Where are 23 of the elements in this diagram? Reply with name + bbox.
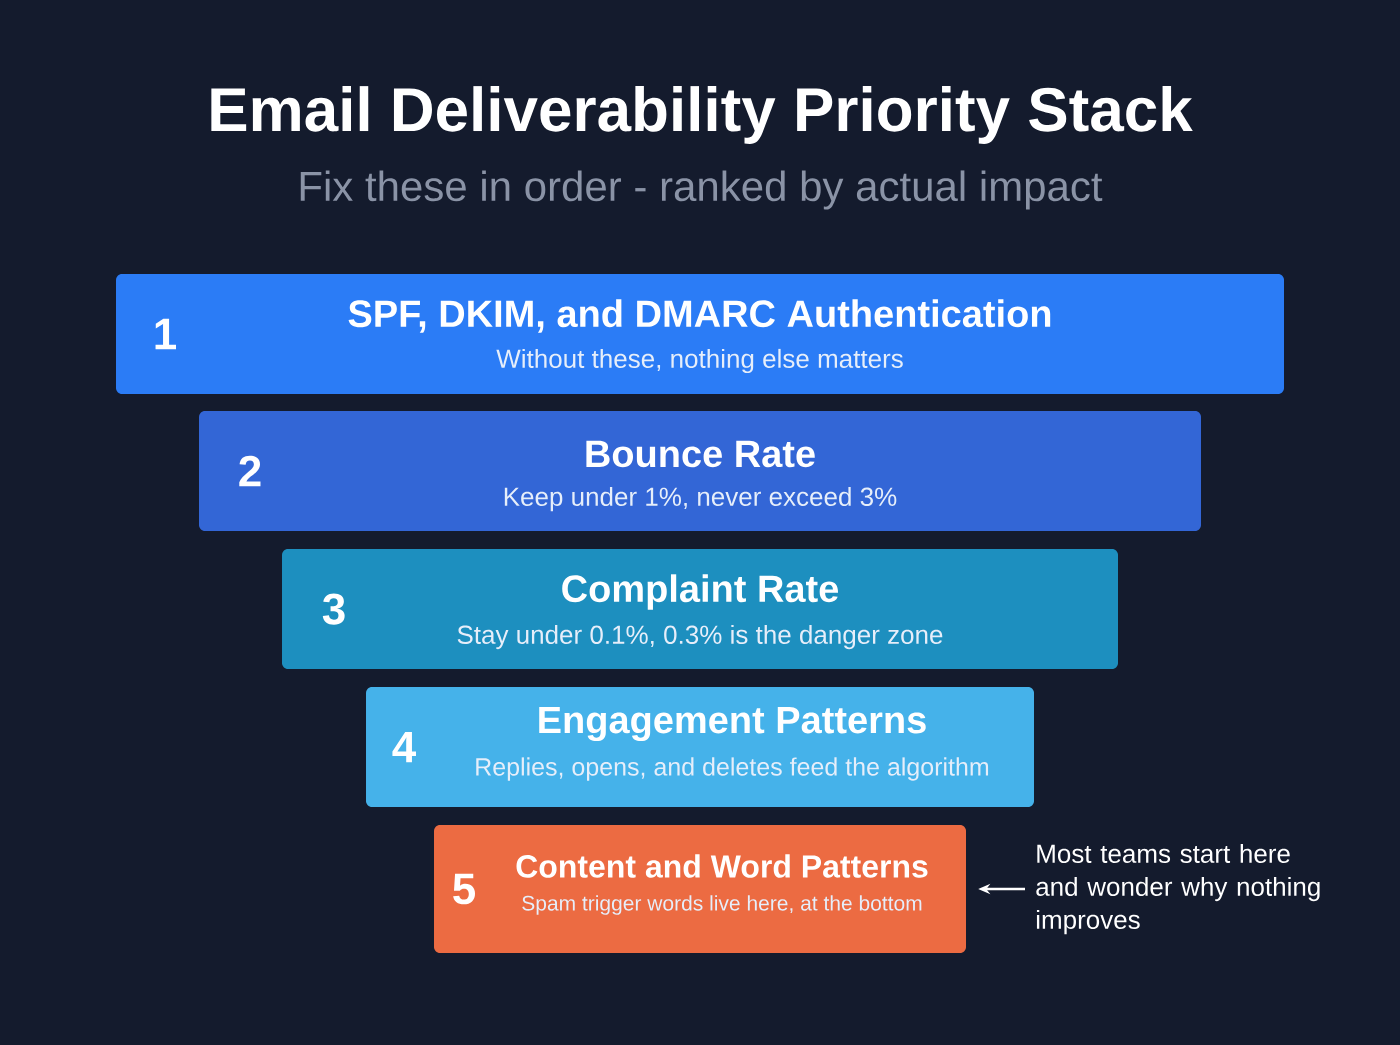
bar-subtitle: Stay under 0.1%, 0.3% is the danger zone xyxy=(457,624,943,650)
bar-title: Bounce Rate xyxy=(586,440,815,468)
priority-bar xyxy=(366,687,1034,807)
bar-subtitle: Spam trigger words live here, at the bottom xyxy=(522,895,922,915)
bar-subtitle: Keep under 1%, never exceed 3% xyxy=(504,486,897,512)
priority-bar xyxy=(434,825,966,953)
priority-bar xyxy=(282,549,1118,669)
subtitle: Fix these in order - ranked by actual impact xyxy=(300,170,1103,210)
bar-title: Content and Word Patterns xyxy=(516,854,928,878)
rank-number: 3 xyxy=(322,593,345,625)
bar-title: Engagement Patterns xyxy=(539,706,926,742)
rank-number: 1 xyxy=(155,318,176,350)
priority-bar xyxy=(116,274,1284,394)
bar-title: SPF, DKIM, and DMARC Authentication xyxy=(348,299,1051,333)
bar-title: Complaint Rate xyxy=(562,574,839,610)
rank-number: 5 xyxy=(453,873,475,905)
bar-subtitle: Without these, nothing else matters xyxy=(496,348,903,374)
priority-bar xyxy=(199,411,1201,531)
bar-subtitle: Replies, opens, and deletes feed the algorithm xyxy=(476,757,989,781)
title: Email Deliverability Priority Stack xyxy=(211,86,1193,144)
rank-number: 2 xyxy=(239,455,261,487)
note-text: Most teams start here and wonder why nothing improves xyxy=(1036,843,1320,935)
rank-number: 4 xyxy=(392,731,416,763)
